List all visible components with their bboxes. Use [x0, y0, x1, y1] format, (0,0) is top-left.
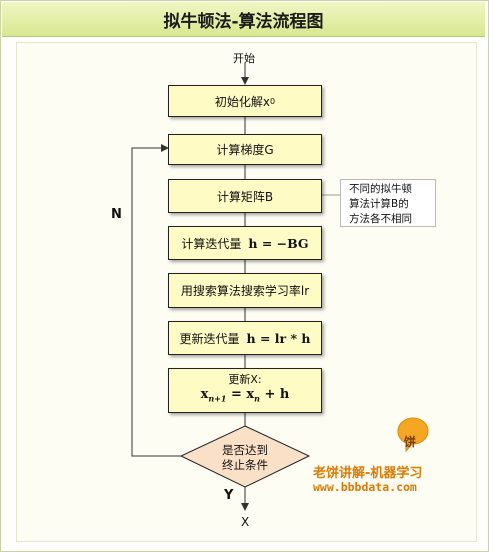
update-step-text: 更新迭代量 — [179, 331, 240, 346]
brand-name: 老饼讲解-机器学习 — [313, 466, 423, 481]
direction-step-box: 计算迭代量 h = −BG — [168, 226, 322, 260]
search-step-text: 用搜索算法搜索学习率lr — [180, 284, 310, 298]
update-formula: h = lr * h — [246, 330, 311, 346]
note-line-2: 算法计算B的 — [349, 198, 409, 210]
no-branch-label: N — [111, 207, 122, 222]
x-update-label: 更新X: — [228, 373, 262, 387]
end-label: X — [241, 515, 250, 529]
brand-url: www.bbbdata.com — [313, 480, 417, 494]
x-update-step-box: 更新X: xn+1 = xn + h — [168, 368, 322, 413]
start-label: 开始 — [233, 52, 255, 65]
note-line-1: 不同的拟牛顿 — [349, 183, 412, 195]
direction-formula: h = −BG — [248, 235, 309, 251]
init-step-subscript: 0 — [270, 96, 276, 106]
init-step-text: 初始化解x — [214, 94, 270, 109]
decision-line-2: 终止条件 — [222, 458, 268, 472]
note-box: 不同的拟牛顿 算法计算B的 方法各不相同 — [340, 179, 436, 227]
x-update-formula: xn+1 = xn + h — [200, 387, 290, 404]
direction-step-text: 计算迭代量 — [181, 236, 242, 251]
decision-line-1: 是否达到 — [222, 443, 268, 457]
matrix-step-text: 计算矩阵B — [216, 189, 274, 204]
loop-back-arrow — [131, 144, 184, 457]
brand-logo-char: 饼 — [404, 435, 417, 449]
search-step-box: 用搜索算法搜索学习率lr — [168, 273, 322, 308]
matrix-step-box: 计算矩阵B — [168, 179, 322, 213]
diagram-title: 拟牛顿法-算法流程图 — [163, 11, 324, 32]
gradient-step-box: 计算梯度G — [168, 134, 322, 165]
title-bar: 拟牛顿法-算法流程图 — [2, 2, 485, 37]
brand-logo-icon — [397, 417, 429, 453]
decision-text: 是否达到 终止条件 — [195, 443, 295, 473]
decision-diamond-shape — [179, 425, 311, 488]
yes-branch-label: Y — [224, 488, 234, 503]
gradient-step-text: 计算梯度G — [216, 143, 274, 157]
note-line-3: 方法各不相同 — [349, 213, 412, 225]
update-step-box: 更新迭代量 h = lr * h — [168, 321, 322, 355]
